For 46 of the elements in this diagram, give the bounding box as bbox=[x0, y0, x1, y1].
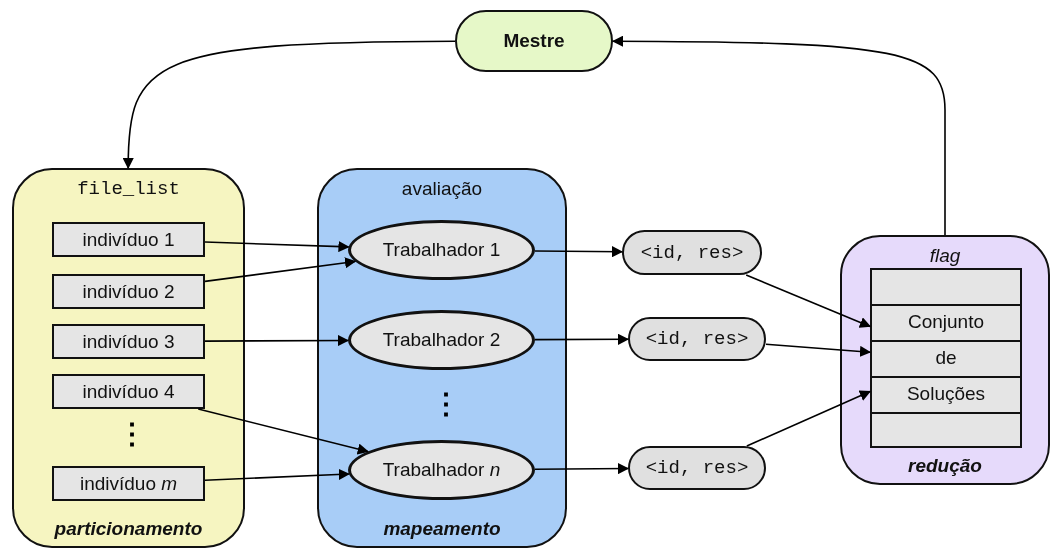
arrow bbox=[122, 40, 456, 170]
rounded-box bbox=[628, 446, 766, 490]
arrow bbox=[534, 246, 624, 258]
node-label: <id, res> bbox=[645, 328, 749, 350]
arrow bbox=[611, 35, 946, 236]
stack-box bbox=[870, 268, 1022, 448]
node-label: Trabalhador n bbox=[382, 459, 501, 481]
process-box bbox=[52, 274, 205, 309]
arrow bbox=[746, 390, 871, 447]
node-label: Trabalhador 1 bbox=[382, 239, 501, 261]
arrow bbox=[204, 468, 350, 481]
group-caption: redução bbox=[907, 455, 983, 477]
group-caption: mapeamento bbox=[382, 518, 502, 540]
node-label: indivíduo 4 bbox=[82, 380, 175, 403]
arrow bbox=[534, 333, 630, 345]
group-panel bbox=[317, 168, 567, 548]
rounded-box bbox=[628, 317, 766, 361]
node-label: Trabalhador 2 bbox=[382, 329, 501, 351]
group-title: file_list bbox=[76, 178, 181, 200]
process-box bbox=[52, 374, 205, 409]
node-label: indivíduo 1 bbox=[82, 228, 175, 251]
arrow bbox=[534, 463, 630, 475]
ellipsis-mark: ⋮ bbox=[118, 420, 146, 448]
process-box bbox=[52, 466, 205, 501]
arrow bbox=[765, 343, 872, 357]
group-title: flag bbox=[928, 245, 962, 267]
node-label: Mestre bbox=[503, 30, 565, 52]
process-box bbox=[52, 222, 205, 257]
node-label: indivíduo m bbox=[79, 472, 178, 495]
node-label: Conjunto de Soluções bbox=[906, 310, 986, 406]
rounded-box bbox=[622, 230, 762, 275]
node-label: <id, res> bbox=[640, 241, 744, 264]
ellipsis-mark: ⋮ bbox=[432, 390, 460, 418]
group-panel bbox=[12, 168, 245, 548]
node-label: <id, res> bbox=[645, 457, 749, 479]
process-box bbox=[52, 324, 205, 359]
group-caption: particionamento bbox=[53, 518, 204, 540]
arrow bbox=[204, 257, 357, 283]
arrow bbox=[197, 408, 369, 455]
group-panel bbox=[840, 235, 1050, 485]
group-title: avaliação bbox=[400, 178, 484, 200]
arrow bbox=[204, 334, 350, 347]
node-label: indivíduo 2 bbox=[82, 280, 175, 303]
arrow bbox=[745, 274, 872, 328]
node-label: indivíduo 3 bbox=[82, 330, 175, 353]
arrow bbox=[204, 240, 350, 253]
